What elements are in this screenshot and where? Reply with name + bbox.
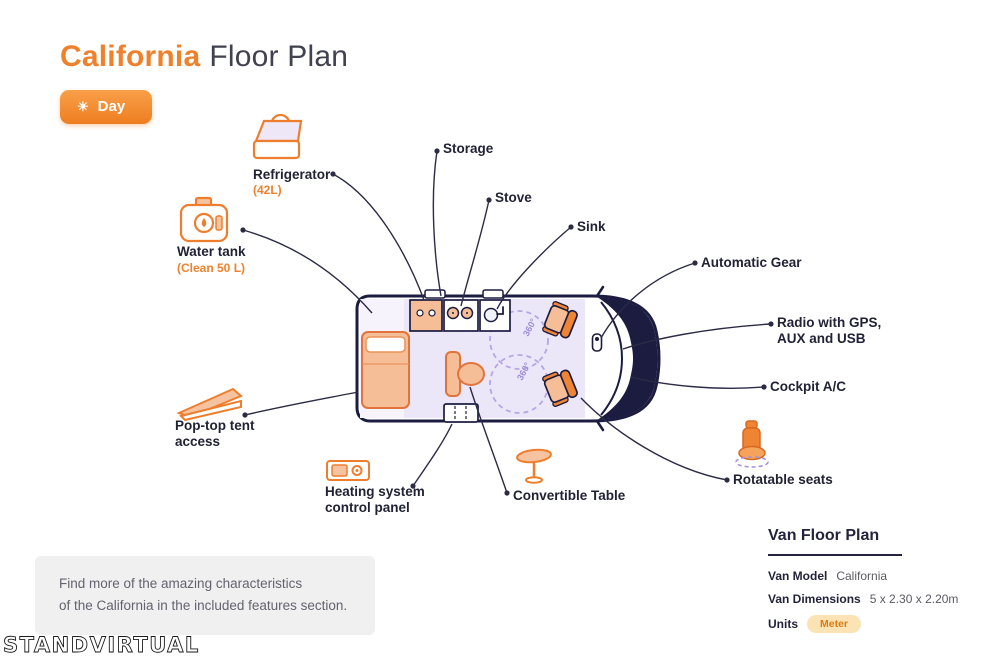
heating-label: Heating system control panel <box>325 484 425 516</box>
automatic-gear-line <box>600 262 696 339</box>
sun-icon: ☀ <box>77 99 89 114</box>
refrigerator-icon <box>252 113 303 160</box>
automatic-gear-label: Automatic Gear <box>701 255 802 270</box>
info-note-line2: of the California in the included featur… <box>59 598 348 614</box>
van-mirrors <box>595 285 605 432</box>
panel-row-dimensions: Van Dimensions 5 x 2.30 x 2.20m <box>768 592 978 606</box>
water-tank-sublabel: (Clean 50 L) <box>177 261 246 275</box>
info-note-line1: Find more of the amazing characteristics <box>59 576 303 591</box>
refrigerator-sublabel: (42L) <box>253 183 282 197</box>
van-front-nose <box>598 297 658 420</box>
radio-label: Radio with GPS, AUX and USB <box>777 315 882 347</box>
van-floorplan: 360° 360° <box>355 285 661 432</box>
van-seat-bottom <box>542 369 578 407</box>
sink-line <box>496 226 572 310</box>
van-sink <box>479 299 511 332</box>
info-note: Find more of the amazing characteristics… <box>35 556 375 635</box>
rotatable-seats-line <box>580 397 728 481</box>
stove-line <box>460 199 490 307</box>
van-roof-storage-right <box>482 289 504 299</box>
pop-top-line <box>244 391 359 416</box>
rotatable-seat-icon <box>735 420 769 468</box>
van-gear-shifter <box>591 333 603 352</box>
panel-heading: Van Floor Plan <box>768 527 902 556</box>
page-title-brand: California <box>60 40 201 73</box>
radio-line <box>622 323 772 350</box>
callout-lines <box>242 150 772 494</box>
sink-label: Sink <box>577 219 606 234</box>
panel-row-units: Units Meter <box>768 615 978 633</box>
panel-row-model: Van Model California <box>768 569 978 583</box>
water-tank-icon <box>179 196 229 243</box>
van-table-area <box>445 351 485 397</box>
refrigerator-line <box>332 173 425 301</box>
cockpit-ac-label: Cockpit A/C <box>770 379 847 394</box>
van-dimensions-value: 5 x 2.30 x 2.20m <box>869 592 959 606</box>
watermark-logo: STANDVIRTUAL <box>3 633 200 657</box>
day-mode-label: Day <box>97 98 126 115</box>
heating-panel-icon <box>326 460 370 481</box>
convertible-table-label: Convertible Table <box>513 488 626 503</box>
units-label: Units <box>768 617 798 631</box>
page-title-rest: Floor Plan <box>209 40 349 73</box>
day-mode-button[interactable]: ☀ Day <box>60 90 153 124</box>
callout-dots <box>240 148 774 496</box>
storage-line <box>432 150 442 297</box>
van-windshield <box>600 301 624 416</box>
van-model-value: California <box>836 569 888 583</box>
van-bed <box>361 331 410 409</box>
van-dimensions-label: Van Dimensions <box>768 592 861 606</box>
convertible-table-line <box>469 386 508 494</box>
rotatable-seats-label: Rotatable seats <box>733 472 833 487</box>
van-refrigerator-unit <box>409 299 443 332</box>
water-tank-line <box>242 229 373 314</box>
van-roof-storage-left <box>424 289 446 299</box>
van-underfloor-box <box>443 403 479 423</box>
stove-label: Stove <box>495 190 532 205</box>
van-details-panel: Van Floor Plan Van Model California Van … <box>768 527 978 642</box>
units-badge: Meter <box>807 615 862 633</box>
storage-label: Storage <box>443 141 494 156</box>
cockpit-ac-line <box>630 376 765 389</box>
heating-line <box>412 423 453 487</box>
pop-top-label: Pop-top tent access <box>175 418 255 450</box>
refrigerator-label: Refrigerator <box>253 167 331 182</box>
pop-top-icon <box>176 387 243 422</box>
water-tank-label: Water tank <box>177 244 246 259</box>
van-model-label: Van Model <box>768 569 828 583</box>
convertible-table-icon <box>516 448 552 484</box>
van-seat-top <box>542 301 578 339</box>
